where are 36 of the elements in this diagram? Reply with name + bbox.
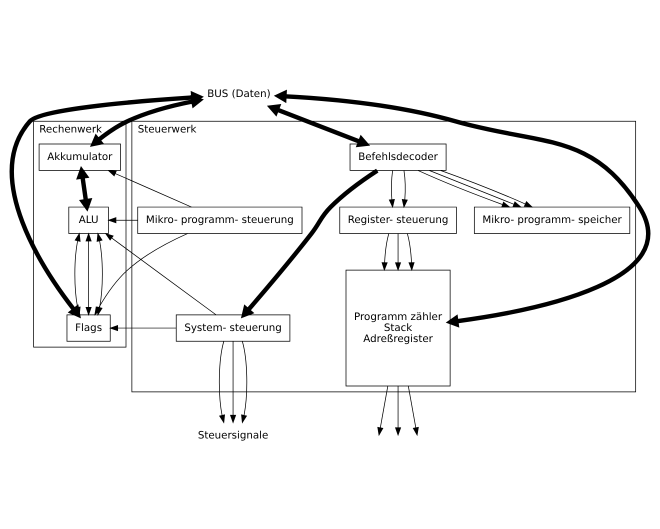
arrow <box>107 216 138 223</box>
arrow <box>406 232 415 271</box>
arrow <box>274 89 650 328</box>
node-box: Akkumulator <box>38 143 121 170</box>
arrow <box>76 166 92 212</box>
arrow <box>86 232 92 316</box>
arrow <box>394 232 402 271</box>
node-box: Befehlsdecoder <box>350 143 446 170</box>
node-box: Programm zähler Stack Adreßregister <box>346 269 450 386</box>
arrow <box>408 385 419 436</box>
arrow <box>429 170 522 207</box>
arrow <box>382 232 390 271</box>
arrow <box>440 170 534 207</box>
node-box: Register- steuerung <box>339 206 457 234</box>
arrow <box>394 385 402 436</box>
arrow <box>218 340 226 424</box>
arrow <box>388 170 395 208</box>
node-box: Mikro- programm- steuerung <box>137 206 302 234</box>
arrow <box>230 340 236 424</box>
arrow <box>266 104 370 147</box>
arrow <box>241 340 248 424</box>
arrow <box>240 168 378 318</box>
arrow <box>377 385 388 436</box>
node-box: System- steuerung <box>176 314 290 342</box>
node-box: ALU <box>68 206 109 234</box>
arrow <box>107 170 192 207</box>
arrow <box>418 170 511 207</box>
node-box: Mikro- programm- speicher <box>474 206 630 234</box>
arrow <box>109 324 176 331</box>
arrow <box>10 90 204 318</box>
node-box: Flags <box>66 314 111 342</box>
arrow <box>104 232 216 315</box>
node-text: BUS (Daten) <box>207 87 271 100</box>
arrow <box>402 170 408 208</box>
node-text: Steuersignale <box>198 429 268 442</box>
arrow <box>90 94 204 146</box>
